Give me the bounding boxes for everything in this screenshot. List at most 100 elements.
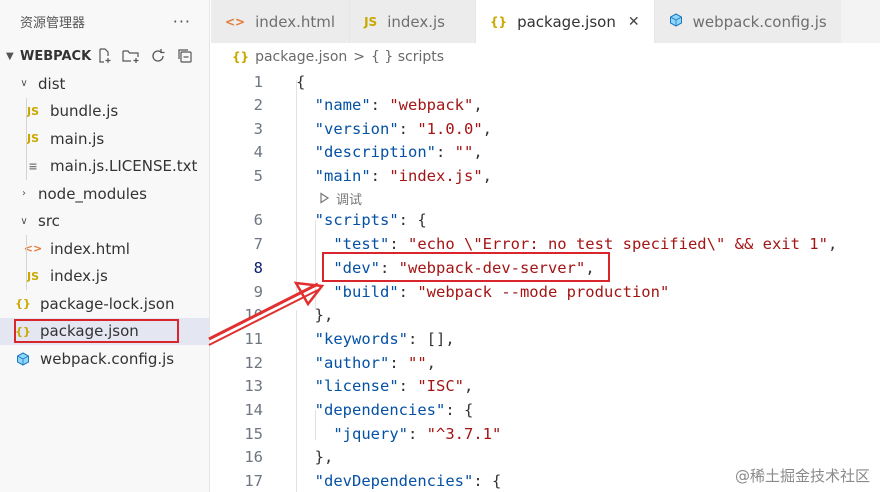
line-number: 13 (244, 377, 263, 396)
line-number: 8 (253, 258, 263, 277)
chevron-right-icon: > (353, 49, 366, 65)
code-line[interactable]: 13 "license": "ISC", (211, 375, 880, 399)
line-number: 7 (253, 234, 263, 253)
code-text: "dev": "webpack-dev-server", (333, 258, 595, 277)
indent-guide (26, 152, 27, 180)
tree-item-package-lock-json[interactable]: {} package-lock.json (0, 290, 209, 318)
indent-guide (315, 410, 316, 440)
tree-item-label: main.js.LICENSE.txt (50, 157, 198, 176)
code-line[interactable]: 9 "build": "webpack --mode production" (211, 280, 880, 304)
explorer-title: 资源管理器 (20, 15, 86, 31)
indent-guide (26, 97, 27, 125)
new-file-icon[interactable] (95, 47, 113, 65)
code-line[interactable]: 14 "dependencies": { (211, 398, 880, 422)
code-text: "description": "", (314, 143, 483, 162)
tree-item-main-js[interactable]: JS main.js (0, 125, 209, 153)
tab-webpack-config-js[interactable]: webpack.config.js (654, 0, 841, 43)
code-text: "author": "", (314, 353, 437, 372)
code-text: "dependencies": { (314, 400, 474, 419)
indent-guide (296, 80, 297, 492)
chevron-right-icon: › (22, 188, 26, 200)
tree-item-bundle-js[interactable]: JS bundle.js (0, 97, 209, 125)
watermark: @稀土掘金技术社区 (734, 467, 870, 485)
code-text: }, (296, 306, 334, 325)
tree-item-label: dist (38, 74, 66, 93)
close-icon[interactable]: ✕ (627, 13, 640, 30)
refresh-icon[interactable] (149, 47, 167, 65)
html-file-icon: <> (225, 14, 246, 29)
text-file-icon: ≡ (28, 159, 38, 173)
code-editor[interactable]: 1{2 "name": "webpack",3 "version": "1.0.… (211, 70, 880, 492)
tree-item-label: node_modules (38, 184, 147, 203)
line-number: 3 (253, 119, 263, 138)
webpack-cube-icon (12, 352, 34, 366)
code-text: "scripts": { (314, 210, 427, 229)
code-line[interactable]: 2 "name": "webpack", (211, 94, 880, 118)
line-number: 1 (253, 72, 263, 91)
tab-index-html[interactable]: <> index.html (211, 0, 351, 43)
code-line[interactable]: 1{ (211, 70, 880, 94)
line-number: 17 (244, 471, 263, 490)
code-line[interactable]: 5 "main": "index.js", (211, 164, 880, 188)
tab-package-json[interactable]: {} package.json ✕ (476, 0, 655, 43)
explorer-sidebar: 资源管理器 ··· ▼ WEBPACK ∨ dist JS (0, 0, 210, 492)
workspace-section[interactable]: ▼ WEBPACK (0, 42, 209, 70)
tree-item-src[interactable]: ∨ src (0, 208, 209, 236)
code-line[interactable]: 8 "dev": "webpack-dev-server", (211, 256, 880, 280)
line-number: 15 (244, 424, 263, 443)
tree-item-label: package-lock.json (40, 294, 175, 313)
code-line[interactable]: 16 }, (211, 446, 880, 470)
tree-item-dist[interactable]: ∨ dist (0, 70, 209, 98)
code-line[interactable]: 12 "author": "", (211, 351, 880, 375)
code-text: "keywords": [], (314, 329, 455, 348)
code-line[interactable]: 11 "keywords": [], (211, 327, 880, 351)
js-file-icon: JS (364, 14, 378, 29)
breadcrumb: {} package.json > { } scripts (232, 46, 444, 68)
code-line[interactable]: 17 "devDependencies": { (211, 469, 880, 492)
new-folder-icon[interactable] (122, 47, 140, 65)
js-file-icon: JS (26, 132, 39, 146)
breadcrumb-symbol[interactable]: { } scripts (371, 49, 445, 65)
chevron-down-icon: ∨ (20, 78, 28, 90)
tree-item-index-html[interactable]: <> index.html (0, 235, 209, 263)
code-text: "main": "index.js", (314, 166, 493, 185)
js-file-icon: JS (26, 269, 39, 283)
line-number: 12 (244, 353, 263, 372)
tree-item-webpack-config-js[interactable]: webpack.config.js (0, 345, 209, 373)
play-icon (320, 192, 330, 204)
chevron-down-icon: ▼ (6, 50, 14, 62)
debug-codelens[interactable]: 调试 (318, 188, 362, 208)
line-number: 4 (253, 143, 263, 162)
code-text: "name": "webpack", (314, 96, 483, 115)
tree-item-package-json[interactable]: {} package.json (0, 317, 209, 345)
code-line[interactable]: 7 "test": "echo \"Error: no test specifi… (211, 232, 880, 256)
code-line[interactable]: 4 "description": "", (211, 141, 880, 165)
tree-item-index-js[interactable]: JS index.js (0, 262, 209, 290)
more-actions-icon[interactable]: ··· (172, 11, 191, 31)
explorer-header: 资源管理器 ··· (0, 0, 209, 42)
tab-label: index.js (387, 12, 445, 31)
code-text: }, (296, 448, 334, 467)
code-text: "version": "1.0.0", (314, 119, 493, 138)
tree-item-label: main.js (50, 129, 105, 148)
line-number: 9 (253, 282, 263, 301)
tree-item-main-js-license[interactable]: ≡ main.js.LICENSE.txt (0, 152, 209, 180)
tab-label: webpack.config.js (692, 12, 827, 31)
code-text: "test": "echo \"Error: no test specified… (333, 234, 838, 253)
workspace-name: WEBPACK (20, 48, 92, 64)
line-number: 11 (244, 329, 263, 348)
tree-item-node-modules[interactable]: › node_modules (0, 180, 209, 208)
indent-guide (26, 125, 27, 153)
collapse-all-icon[interactable] (176, 47, 194, 65)
highlight-box (14, 318, 179, 343)
tab-index-js[interactable]: JS index.js (350, 0, 476, 43)
indent-guide (26, 262, 27, 290)
json-file-icon: {} (232, 50, 250, 64)
code-line[interactable]: 3 "version": "1.0.0", (211, 117, 880, 141)
code-line[interactable]: 15 "jquery": "^3.7.1" (211, 422, 880, 446)
code-text: "jquery": "^3.7.1" (333, 424, 502, 443)
breadcrumb-file[interactable]: package.json (255, 49, 348, 65)
code-line[interactable]: 6 "scripts": { (211, 208, 880, 232)
tree-item-label: index.html (50, 239, 130, 258)
code-line[interactable]: 10 }, (211, 304, 880, 328)
